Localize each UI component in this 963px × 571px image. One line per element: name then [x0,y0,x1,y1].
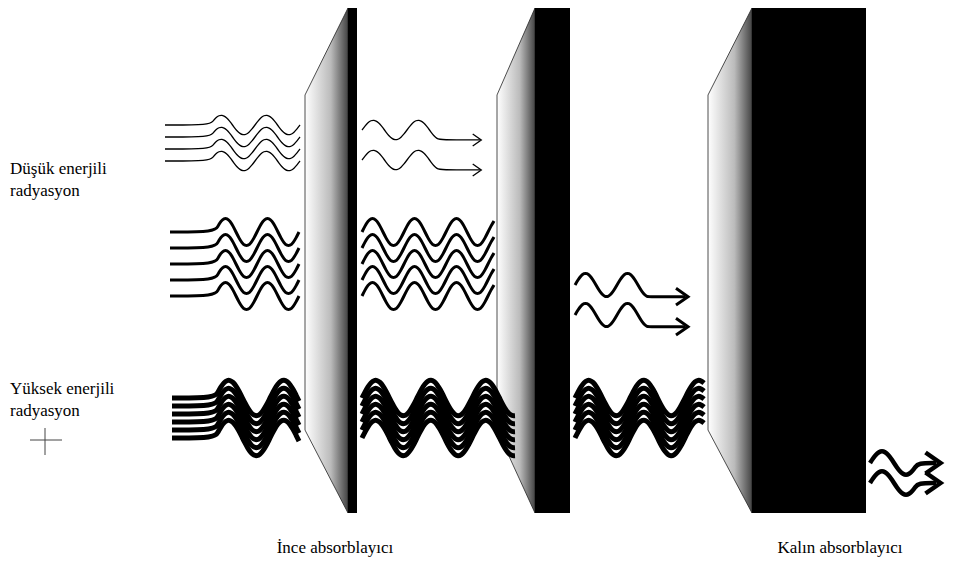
absorber-label: Kalın absorblayıcı [745,537,935,559]
radiation-wave [165,139,300,158]
absorber-plate [535,8,570,513]
arrow-head [676,288,688,305]
radiation-wave [165,127,300,146]
radiation-wave [170,234,299,261]
arrow-head [676,318,688,335]
radiation-wave [165,151,300,170]
radiation-wave [362,282,494,309]
arrow-head [926,473,941,494]
radiation-wave [362,218,494,245]
absorber-side [305,8,348,513]
absorber-label: İnce absorblayıcı [250,537,420,559]
cross-mark [30,428,62,455]
radiation-wave [170,266,299,293]
arrow-head [926,453,941,474]
radiation-wave [362,120,480,140]
radiation-wave [362,150,480,170]
radiation-wave [172,412,299,447]
radiation-wave [575,420,704,455]
absorber-plate [348,8,357,513]
radiation-wave [575,303,685,326]
radiation-wave [575,273,685,296]
radiation-wave [362,234,494,261]
absorber-plate [752,8,866,513]
radiation-wave [362,266,494,293]
absorber-side [708,8,752,513]
radiation-wave [362,420,515,455]
radiation-label: Düşük enerjili radyasyon [10,158,160,202]
radiation-wave [170,282,299,309]
radiation-wave [172,420,299,455]
radiation-label: Yüksek enerjili radyasyon [10,378,160,422]
arrow-head [473,164,482,176]
radiation-wave [170,218,299,245]
radiation-wave [170,250,299,277]
arrow-head [473,134,482,146]
radiation-wave [165,115,300,134]
radiation-wave [362,250,494,277]
